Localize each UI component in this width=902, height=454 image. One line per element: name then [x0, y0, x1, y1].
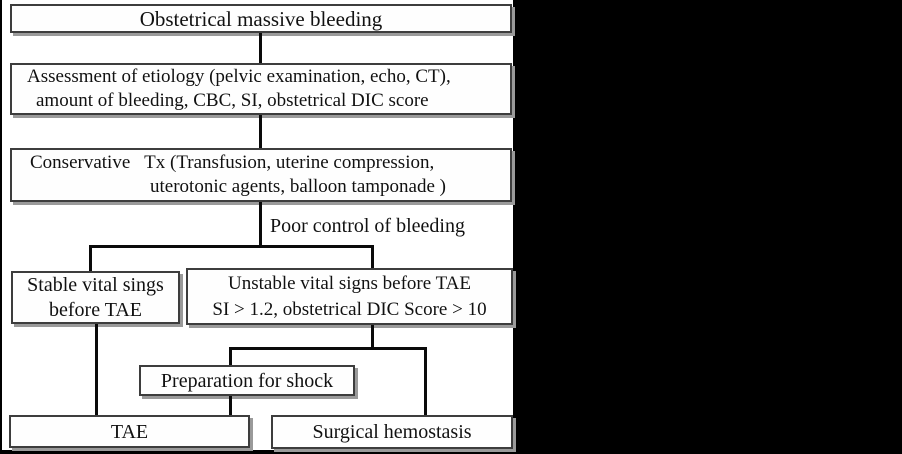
edge-split2-to-surgical — [424, 347, 427, 415]
node-label-line1: Assessment of etiology (pelvic examinati… — [27, 66, 451, 87]
flowchart-panel: Obstetrical massive bleeding Assessment … — [2, 0, 513, 450]
node-label: Surgical hemostasis — [312, 421, 472, 443]
edge-split2-to-preparation — [229, 347, 232, 365]
node-tae: TAE — [9, 415, 250, 448]
node-label-line1: Unstable vital signs before TAE — [228, 272, 471, 294]
edge-stable-to-tae — [95, 324, 98, 415]
node-label-line2: SI > 1.2, obstetrical DIC Score > 10 — [212, 298, 487, 320]
node-label-line2: before TAE — [49, 298, 142, 321]
split-bar-vitals — [89, 245, 374, 248]
node-label: TAE — [110, 420, 149, 443]
edge-preparation-to-tae — [229, 396, 232, 415]
edge-unstable-to-split2 — [371, 325, 374, 349]
edge-label-poor-control-of-bleeding: Poor control of bleeding — [270, 215, 465, 237]
node-label-line1: Stable vital sings — [27, 273, 164, 296]
node-conservative-tx: Conservative Tx (Transfusion, uterine co… — [10, 148, 512, 202]
node-stable-vital-signs: Stable vital sings before TAE — [11, 271, 180, 324]
edge-root-to-assessment — [259, 33, 262, 63]
node-unstable-vital-signs: Unstable vital signs before TAE SI > 1.2… — [186, 268, 513, 325]
node-label: Preparation for shock — [160, 369, 334, 392]
node-label-line1: Conservative Tx (Transfusion, uterine co… — [30, 152, 435, 173]
node-label: Obstetrical massive bleeding — [139, 6, 383, 31]
node-preparation-for-shock: Preparation for shock — [139, 365, 355, 396]
edge-split-to-stable — [89, 245, 92, 271]
node-assessment-of-etiology: Assessment of etiology (pelvic examinati… — [10, 63, 512, 115]
node-label-line2: amount of bleeding, CBC, SI, obstetrical… — [36, 90, 429, 111]
edge-split-to-unstable — [371, 245, 374, 268]
node-surgical-hemostasis: Surgical hemostasis — [271, 415, 513, 449]
edge-conservative-to-split — [259, 202, 262, 247]
edge-assessment-to-conservative — [259, 115, 262, 148]
node-obstetrical-massive-bleeding: Obstetrical massive bleeding — [10, 4, 512, 33]
split-bar-shock — [229, 347, 427, 350]
node-label-line2: uterotonic agents, balloon tamponade ) — [150, 176, 446, 197]
